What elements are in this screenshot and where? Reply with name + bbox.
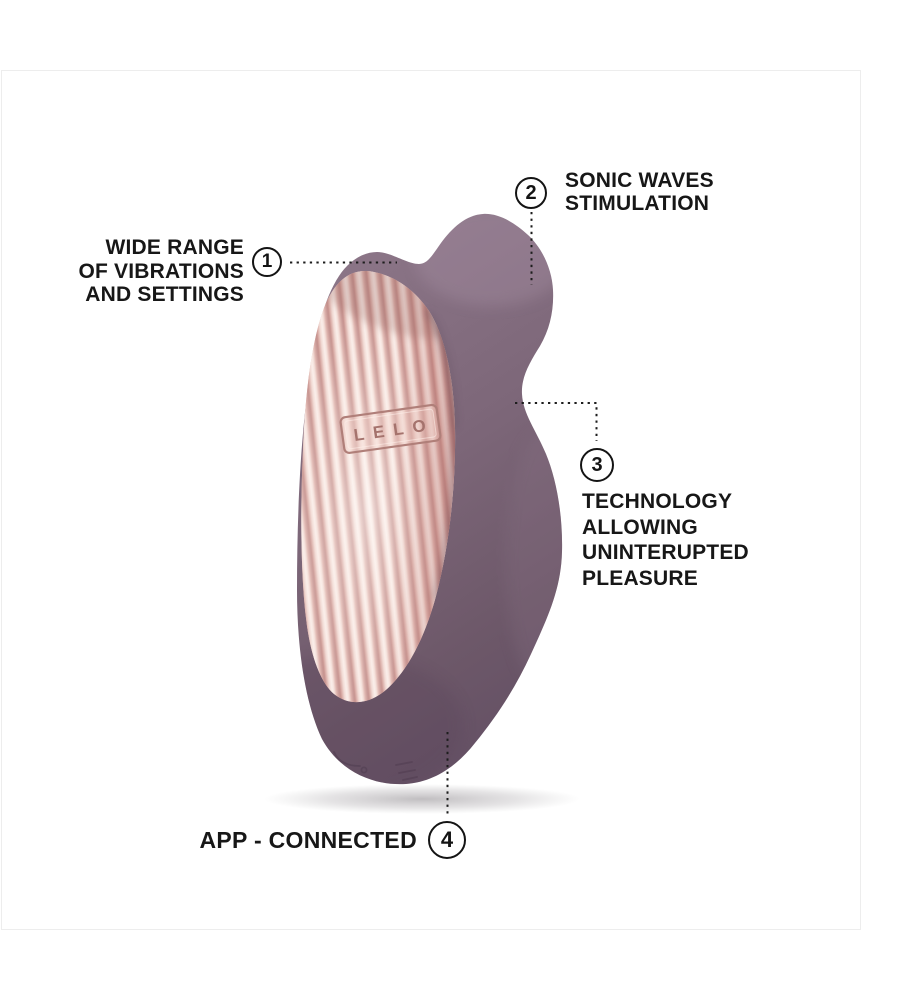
annotation-3-marker: 3 — [580, 448, 614, 482]
annotation-4-marker: 4 — [428, 821, 466, 859]
annotation-4-number: 4 — [440, 827, 454, 852]
annotation-4-label: APP - CONNECTED — [199, 827, 417, 853]
annotation-3-number: 3 — [591, 453, 603, 476]
annotation-1-label: WIDE RANGE OF VIBRATIONS AND SETTINGS — [78, 236, 244, 306]
ground-shadow — [264, 784, 580, 814]
annotation-1-marker: 1 — [252, 247, 282, 277]
annotation-3-label: TECHNOLOGY ALLOWING UNINTERUPTED PLEASUR… — [582, 490, 749, 591]
annotation-2-number: 2 — [525, 181, 537, 204]
control-engravings — [333, 751, 418, 781]
annotation-2-label: SONIC WAVES STIMULATION — [565, 169, 714, 215]
leader-line-3 — [515, 402, 598, 441]
brand-logo-plate: LELO — [339, 403, 442, 454]
annotation-1-number: 1 — [261, 251, 273, 272]
annotation-2-marker: 2 — [515, 177, 547, 209]
